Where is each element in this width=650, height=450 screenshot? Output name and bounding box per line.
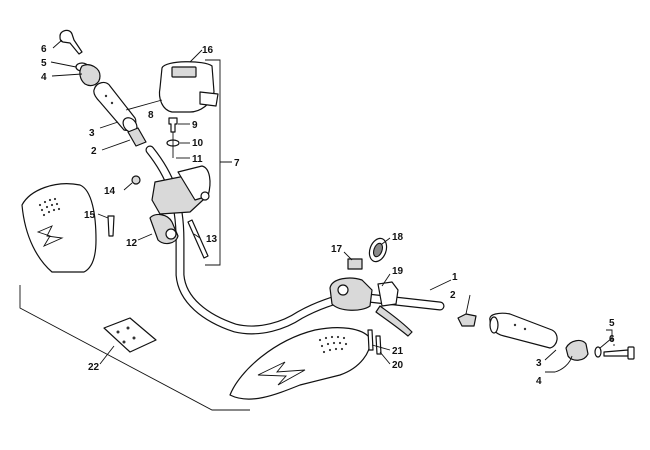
callout-16: 16 [202, 45, 214, 56]
callout-17: 17 [331, 244, 343, 255]
bolt-13 [187, 219, 209, 259]
callout-11: 11 [192, 154, 203, 165]
guard-vent-dots-right [318, 335, 348, 354]
callout-19: 19 [392, 266, 404, 277]
part-17 [347, 258, 363, 270]
callout-6-right: 6 [609, 334, 615, 345]
callout-13: 13 [206, 234, 218, 245]
callout-4-left: 4 [41, 72, 47, 83]
callout-9: 9 [192, 120, 198, 131]
callout-5-left: 5 [41, 58, 47, 69]
nut-14 [131, 175, 141, 185]
screw-21 [367, 329, 374, 351]
callout-10: 10 [192, 138, 204, 149]
right-washer [594, 346, 602, 358]
brake-master-cylinder [329, 277, 413, 337]
callout-8: 8 [148, 110, 154, 121]
right-end-screw [603, 346, 635, 360]
callout-12: 12 [126, 238, 138, 249]
callout-7: 7 [234, 158, 240, 169]
leader-lines [50, 39, 615, 373]
callout-2-left: 2 [91, 146, 97, 157]
right-hand-guard [229, 327, 371, 400]
guide-line [19, 285, 250, 411]
right-grip [489, 312, 558, 349]
screw-20 [375, 335, 382, 355]
left-bar-end-weight [79, 64, 101, 87]
right-throttle-sleeve [457, 313, 477, 327]
handlebar-clamp [151, 165, 211, 215]
callout-4-right: 4 [536, 376, 542, 387]
left-end-screw [59, 29, 83, 55]
callout-3-right: 3 [536, 358, 542, 369]
foot-pad-22 [103, 317, 157, 353]
group-bracket-7 [205, 59, 232, 266]
guard-vent-dots [38, 197, 61, 217]
callout-5-right: 5 [609, 318, 615, 329]
left-throttle-sleeve [127, 127, 147, 147]
switch-display [171, 66, 197, 78]
callout-labels: 6 5 4 3 2 16 8 9 10 11 7 14 15 12 13 17 … [41, 44, 615, 387]
callout-2-right: 2 [450, 290, 456, 301]
screw-9 [168, 117, 178, 133]
switch-housing [158, 61, 219, 113]
callout-6-left: 6 [41, 44, 47, 55]
callout-21: 21 [392, 346, 404, 357]
bolt-15 [107, 215, 115, 237]
callout-15: 15 [84, 210, 96, 221]
right-bar-end-weight [565, 339, 589, 361]
reservoir-cap-18 [368, 237, 388, 263]
callout-1: 1 [452, 272, 458, 283]
callout-14: 14 [104, 186, 116, 197]
callout-22: 22 [88, 362, 100, 373]
callout-3-left: 3 [89, 128, 95, 139]
left-grip [93, 81, 138, 133]
left-hand-guard [21, 183, 97, 273]
callout-20: 20 [392, 360, 404, 371]
clamp-lever-12 [149, 213, 179, 245]
callout-18: 18 [392, 232, 404, 243]
